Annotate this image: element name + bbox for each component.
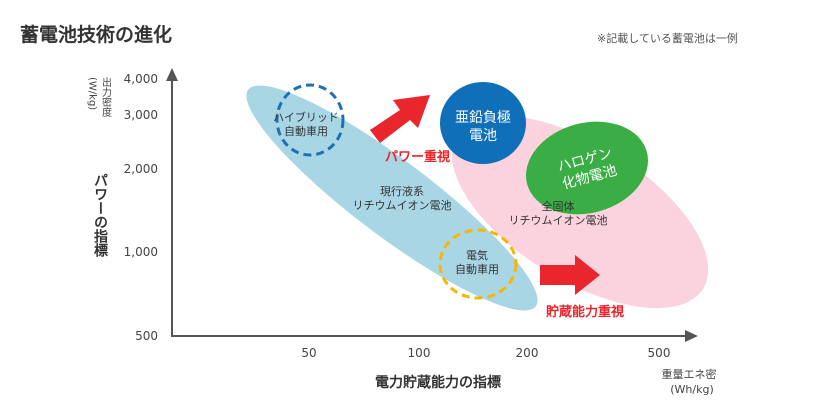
hybrid-label-2: 自動車用 bbox=[284, 124, 328, 138]
power-focus-label: パワー重視 bbox=[385, 149, 450, 165]
x-axis-title: 電力貯蔵能力の指標 bbox=[375, 374, 501, 391]
halide-region bbox=[525, 121, 649, 215]
liquid-li-ion-label-1: 現行液系 bbox=[380, 184, 424, 198]
y-tick: 3,000 bbox=[124, 108, 158, 122]
hybrid-label-1: ハイブリッド bbox=[273, 110, 339, 124]
y-axis-unit-1: 出力密度 bbox=[100, 76, 112, 118]
zinc-label-1: 亜鉛負極 bbox=[455, 110, 511, 126]
x-axis-arrow-icon bbox=[685, 330, 698, 342]
zinc-label-2: 電池 bbox=[469, 128, 497, 144]
liquid-li-ion-region bbox=[246, 85, 538, 311]
x-axis-unit-1: 重量エネ密 bbox=[662, 367, 717, 381]
y-tick: 4,000 bbox=[124, 72, 158, 86]
storage-arrow-icon bbox=[540, 255, 600, 295]
footnote: ※記載している蓄電池は一例 bbox=[597, 31, 738, 45]
x-tick: 500 bbox=[648, 346, 671, 360]
storage-focus-label: 貯蔵能力重視 bbox=[546, 304, 624, 320]
y-tick: 2,000 bbox=[124, 162, 158, 176]
ev-label-1: 電気 bbox=[466, 248, 488, 262]
y-axis-title: パワーの指標 bbox=[92, 173, 108, 258]
y-tick: 500 bbox=[135, 329, 158, 343]
y-tick: 1,000 bbox=[124, 245, 158, 259]
power-arrow-icon bbox=[370, 95, 430, 143]
x-axis-unit-2: (Wh/kg) bbox=[670, 383, 714, 396]
zinc-anode-region bbox=[440, 82, 526, 164]
y-axis-arrow-icon bbox=[166, 68, 178, 81]
x-tick: 200 bbox=[516, 346, 539, 360]
ev-circle bbox=[438, 228, 518, 300]
y-axis-unit-2: (W/kg) bbox=[87, 77, 98, 110]
ev-label-2: 自動車用 bbox=[455, 262, 499, 276]
liquid-li-ion-label-2: リチウムイオン電池 bbox=[353, 199, 452, 212]
solid-state-label-1: 全固体 bbox=[542, 199, 575, 213]
hybrid-vehicle-circle bbox=[275, 83, 345, 157]
solid-state-label-2: リチウムイオン電池 bbox=[509, 214, 608, 227]
x-tick: 50 bbox=[301, 346, 316, 360]
page-title: 蓄電池技術の進化 bbox=[20, 23, 172, 46]
x-tick: 100 bbox=[408, 346, 431, 360]
